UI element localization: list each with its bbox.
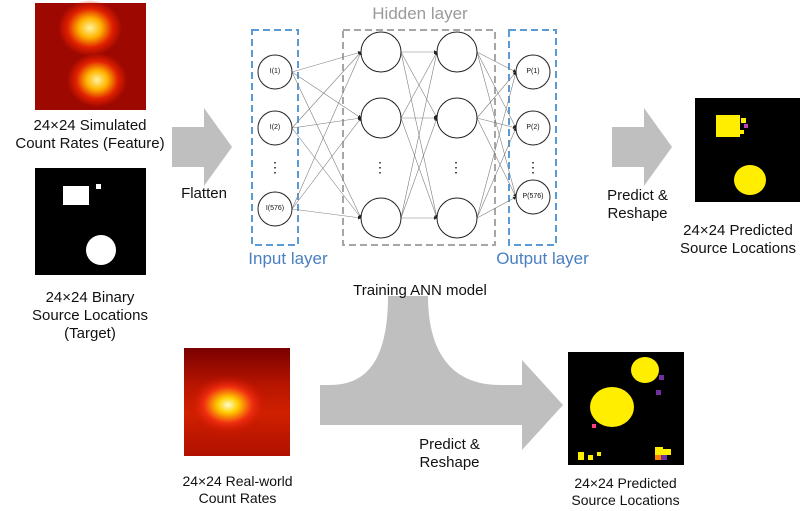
predict-label-bottom: Predict & xyxy=(419,436,480,453)
simulated-caption-2: Count Rates (Feature) xyxy=(15,135,165,152)
output-node-label: P(2) xyxy=(526,124,540,131)
connection-line xyxy=(291,71,362,219)
predict-label-top: Predict & xyxy=(607,187,668,204)
hidden2-node xyxy=(436,31,478,73)
predicted-caption-2: Source Locations xyxy=(680,240,796,257)
output-node xyxy=(515,110,551,146)
realworld-caption-2: Count Rates xyxy=(198,490,277,506)
curved-predict-arrow xyxy=(320,296,563,450)
output-layer-box xyxy=(508,29,557,246)
hidden2-dots: ⋮ xyxy=(449,159,463,175)
reshape-label-top: Reshape xyxy=(607,205,668,222)
connection-line xyxy=(291,51,362,129)
input-node xyxy=(257,110,293,146)
flatten-label: Flatten xyxy=(181,185,227,202)
output-node xyxy=(515,179,551,215)
training-label: Training ANN model xyxy=(353,282,487,299)
input-layer-box xyxy=(251,29,299,246)
hidden-layer-title: Hidden layer xyxy=(372,4,468,23)
connection-line xyxy=(400,51,438,119)
hidden2-node xyxy=(436,97,478,139)
connection-line xyxy=(476,51,517,129)
connection-line xyxy=(476,51,517,73)
connection-line xyxy=(291,51,362,73)
predicted-caption-1: 24×24 Predicted xyxy=(683,222,793,239)
connection-line xyxy=(291,71,362,119)
input-layer-title: Input layer xyxy=(248,249,328,268)
hidden1-node xyxy=(360,97,402,139)
input-node-label: I(2) xyxy=(269,124,281,131)
realworld-caption-1: 24×24 Real-world xyxy=(182,473,293,489)
connection-line xyxy=(291,116,362,129)
connection-line xyxy=(291,117,362,210)
output-node-label: P(1) xyxy=(526,68,540,75)
connection-line xyxy=(476,51,517,198)
real-world-heatmap xyxy=(184,348,290,456)
input-dots: ⋮ xyxy=(268,159,282,175)
connection-line xyxy=(400,51,439,219)
binary-target-image xyxy=(35,168,146,275)
input-node xyxy=(257,191,293,227)
flatten-arrow xyxy=(172,108,232,186)
output-dots: ⋮ xyxy=(526,159,540,175)
hidden1-node xyxy=(360,31,402,73)
output-node xyxy=(515,54,551,90)
input-node-label: I(576) xyxy=(265,205,285,212)
binary-caption-2: Source Locations xyxy=(32,307,148,324)
network-connections xyxy=(291,50,517,220)
simulated-caption-1: 24×24 Simulated xyxy=(33,117,147,134)
predicted-realworld-image xyxy=(568,352,684,465)
connection-line xyxy=(476,71,517,219)
predicted2-caption-1: 24×24 Predicted xyxy=(574,475,677,491)
connection-line xyxy=(291,127,362,219)
output-layer-title: Output layer xyxy=(496,249,589,268)
predicted2-caption-2: Source Locations xyxy=(571,492,680,508)
simulated-heatmap xyxy=(35,0,146,110)
input-node xyxy=(257,54,293,90)
hidden1-dots: ⋮ xyxy=(373,159,387,175)
binary-caption-1: 24×24 Binary xyxy=(45,289,135,306)
hidden-layer-box xyxy=(342,29,496,246)
connection-line xyxy=(476,117,517,198)
connection-line xyxy=(476,127,517,219)
connection-line xyxy=(476,71,517,119)
reshape-label-bottom: Reshape xyxy=(419,454,480,471)
input-node-label: I(1) xyxy=(269,68,281,75)
network-nodes xyxy=(257,31,551,239)
connection-line xyxy=(400,117,438,219)
binary-caption-3: (Target) xyxy=(64,325,116,342)
connection-line xyxy=(476,196,517,219)
hidden2-node xyxy=(436,197,478,239)
hidden1-node xyxy=(360,197,402,239)
connection-line xyxy=(476,117,517,129)
connection-line xyxy=(291,208,362,220)
connection-line xyxy=(291,51,362,210)
output-node-label: P(576) xyxy=(522,193,544,200)
predict-reshape-arrow-top xyxy=(612,108,672,186)
predicted-output-image xyxy=(695,98,800,202)
